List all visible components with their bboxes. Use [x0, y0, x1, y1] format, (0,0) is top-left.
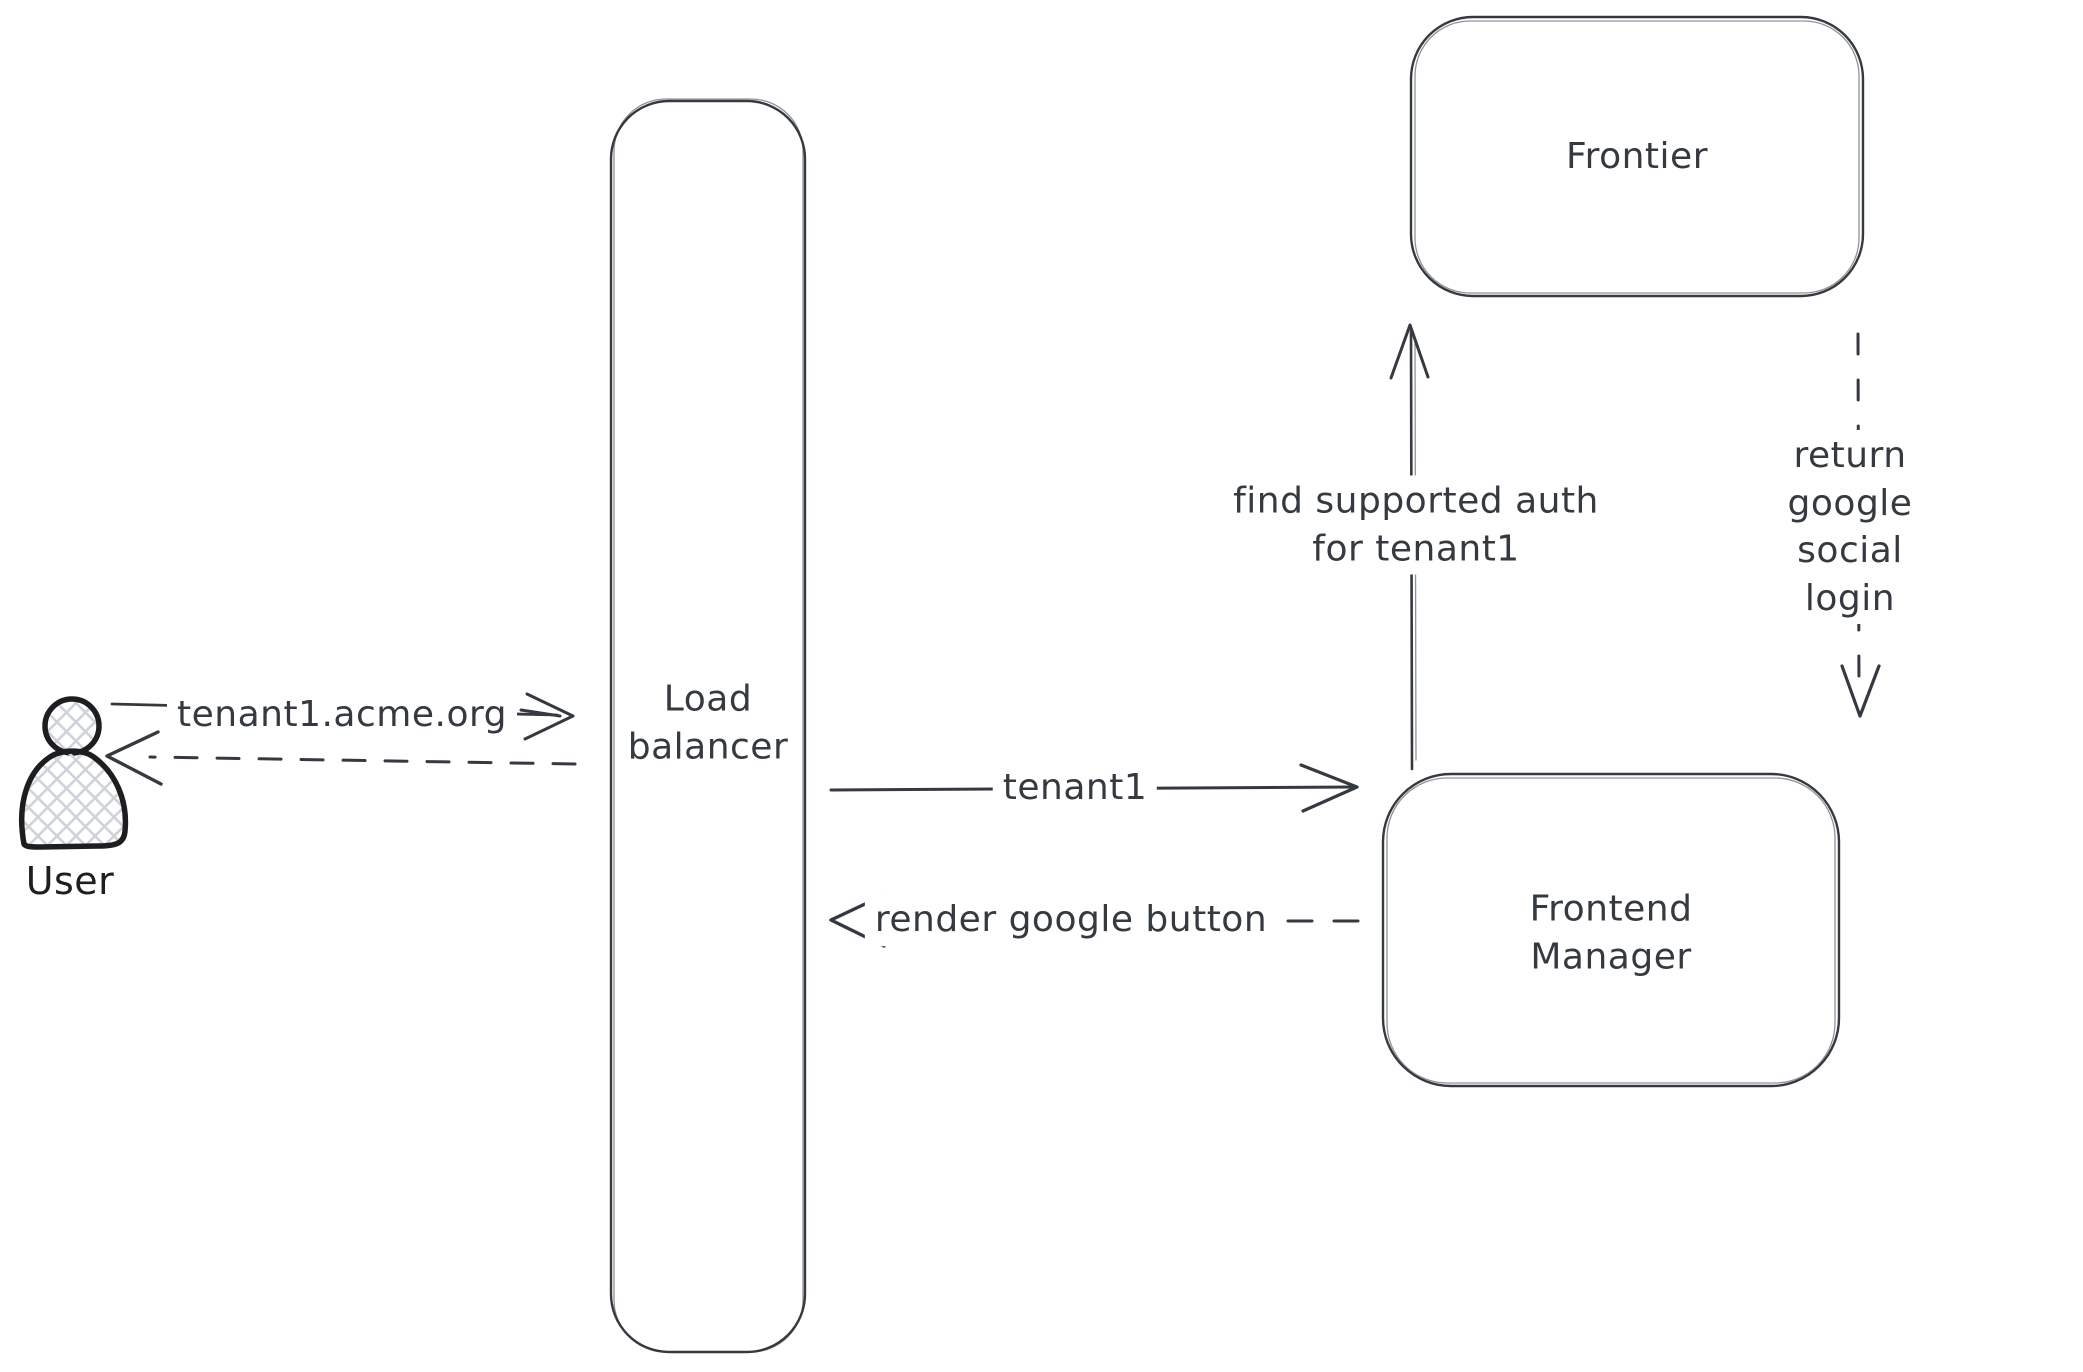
frontier-box [1409, 15, 1865, 298]
edge-label-find-auth: find supported auth for tenant1 [1223, 475, 1609, 575]
frontier-label: Frontier [1565, 136, 1709, 178]
user-person-icon [18, 696, 129, 850]
user-label: User [25, 858, 115, 903]
edge-label-return-login: return google social login [1733, 429, 1967, 625]
load-balancer-box [609, 98, 807, 1354]
edge-label-render-button: render google button [864, 894, 1278, 946]
frontend-manager-label: Frontend Manager [1529, 888, 1693, 977]
arrow-response-to-user [105, 730, 577, 786]
edge-label-request-domain: tenant1.acme.org [167, 689, 517, 741]
load-balancer-label: Load balancer [627, 678, 789, 767]
frontend-manager-box [1381, 772, 1841, 1088]
edge-label-forward-tenant: tenant1 [992, 762, 1158, 814]
